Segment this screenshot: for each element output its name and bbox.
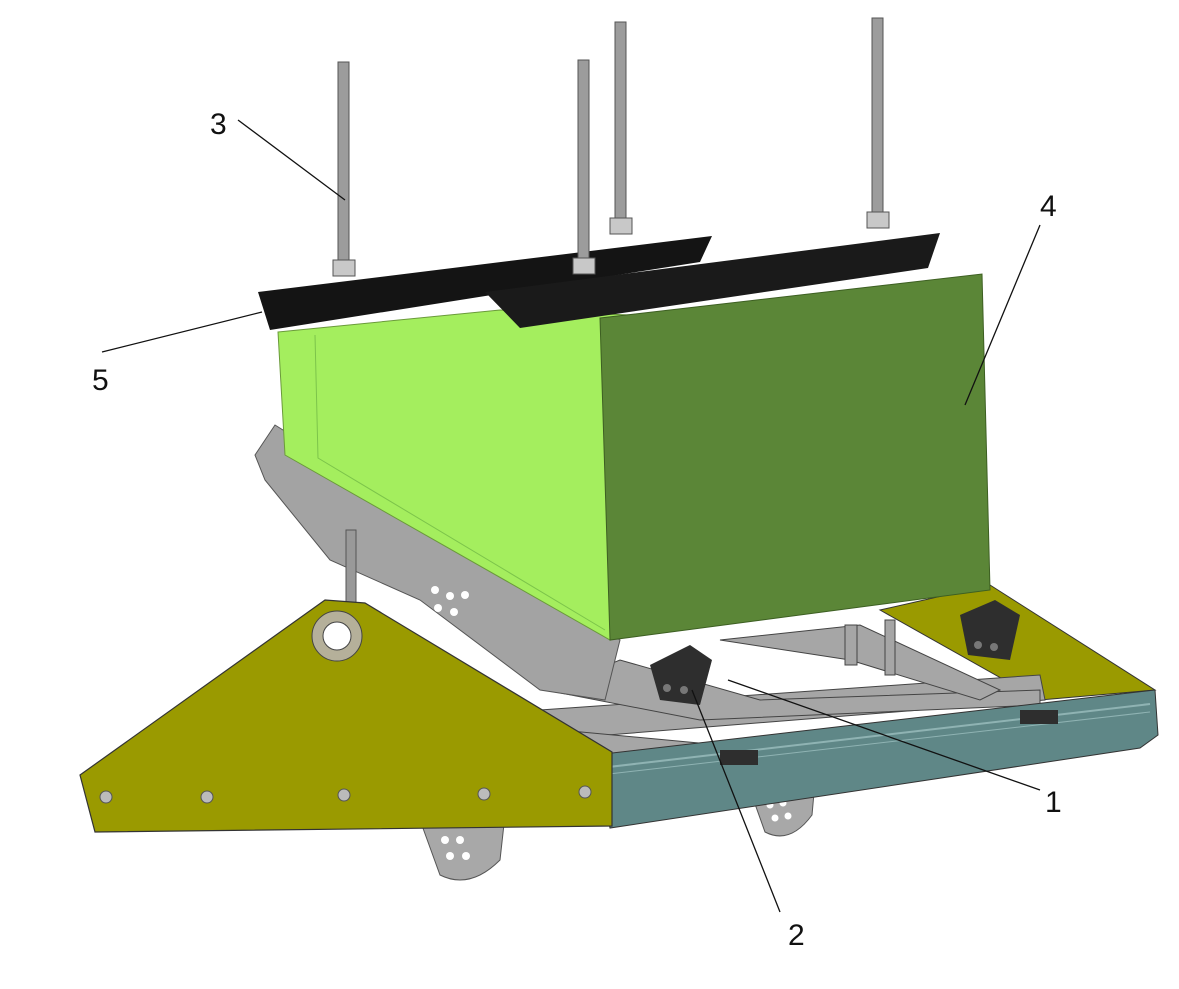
blade-rear	[258, 236, 712, 330]
block	[720, 750, 758, 765]
leader-line-5	[101, 311, 263, 353]
block	[1020, 710, 1058, 724]
clamp-rear	[960, 600, 1020, 660]
lower-rod	[345, 529, 357, 611]
clamp-front	[650, 645, 712, 705]
label-1: 1	[1045, 786, 1062, 819]
arm-holes	[428, 586, 469, 646]
box-side-face	[599, 273, 991, 641]
leader-line-2	[691, 689, 781, 913]
blade-front	[485, 233, 940, 328]
plate-bolts	[99, 785, 592, 804]
label-3: 3	[210, 108, 227, 141]
leader-line-4	[964, 224, 1041, 406]
label-5: 5	[92, 364, 109, 397]
rod-nuts	[332, 211, 890, 277]
label-4: 4	[1040, 190, 1057, 223]
leader-line-3	[237, 119, 346, 201]
lower-lug-left	[419, 814, 506, 881]
bearing	[311, 610, 363, 662]
left-triangular-plate	[79, 599, 613, 833]
label-2: 2	[788, 919, 805, 952]
leader-line-1	[727, 679, 1041, 791]
